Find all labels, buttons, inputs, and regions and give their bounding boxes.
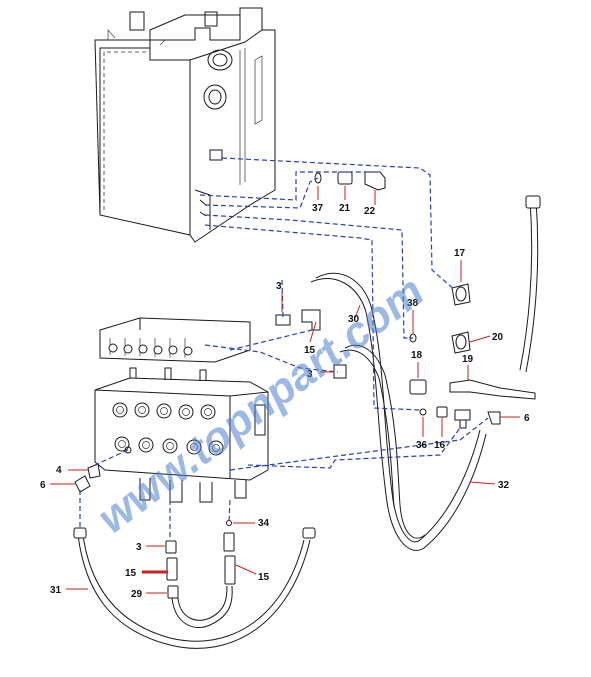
callout-15-lower-left: 15 bbox=[125, 568, 137, 579]
fittings-bottom bbox=[165, 520, 236, 599]
fittings-top-row bbox=[314, 171, 386, 191]
callout-4: 4 bbox=[56, 465, 62, 476]
callout-3-lower: 3 bbox=[136, 542, 142, 553]
callout-6-left: 6 bbox=[40, 480, 46, 491]
callout-18: 18 bbox=[411, 350, 423, 361]
callout-30: 30 bbox=[348, 314, 360, 325]
callout-19: 19 bbox=[462, 354, 474, 365]
hoses bbox=[73, 195, 541, 649]
callout-21: 21 bbox=[339, 203, 351, 214]
control-valve-block bbox=[94, 317, 269, 503]
callout-labels: 37 21 22 17 3 30 15 38 20 3 18 19 36 16 … bbox=[40, 203, 530, 600]
callout-16: 16 bbox=[434, 440, 446, 451]
callout-3-middle: 3 bbox=[307, 369, 313, 380]
hydraulic-tank bbox=[94, 7, 276, 243]
callout-6-right: 6 bbox=[524, 413, 530, 424]
callout-20: 20 bbox=[492, 332, 504, 343]
callout-3-upper: 3 bbox=[276, 281, 282, 292]
fittings-right bbox=[74, 283, 536, 493]
callout-37: 37 bbox=[312, 203, 324, 214]
routing-lines bbox=[79, 157, 489, 540]
callout-29: 29 bbox=[131, 589, 143, 600]
callout-17: 17 bbox=[454, 248, 466, 259]
callout-34: 34 bbox=[258, 518, 270, 529]
callout-31: 31 bbox=[50, 585, 62, 596]
callout-22: 22 bbox=[364, 206, 376, 217]
callout-32: 32 bbox=[498, 480, 510, 491]
leader-lines bbox=[50, 186, 520, 594]
callout-38: 38 bbox=[407, 298, 419, 309]
callout-36: 36 bbox=[416, 440, 428, 451]
callout-15-lower-right: 15 bbox=[258, 572, 270, 583]
callout-15-upper: 15 bbox=[304, 345, 316, 356]
